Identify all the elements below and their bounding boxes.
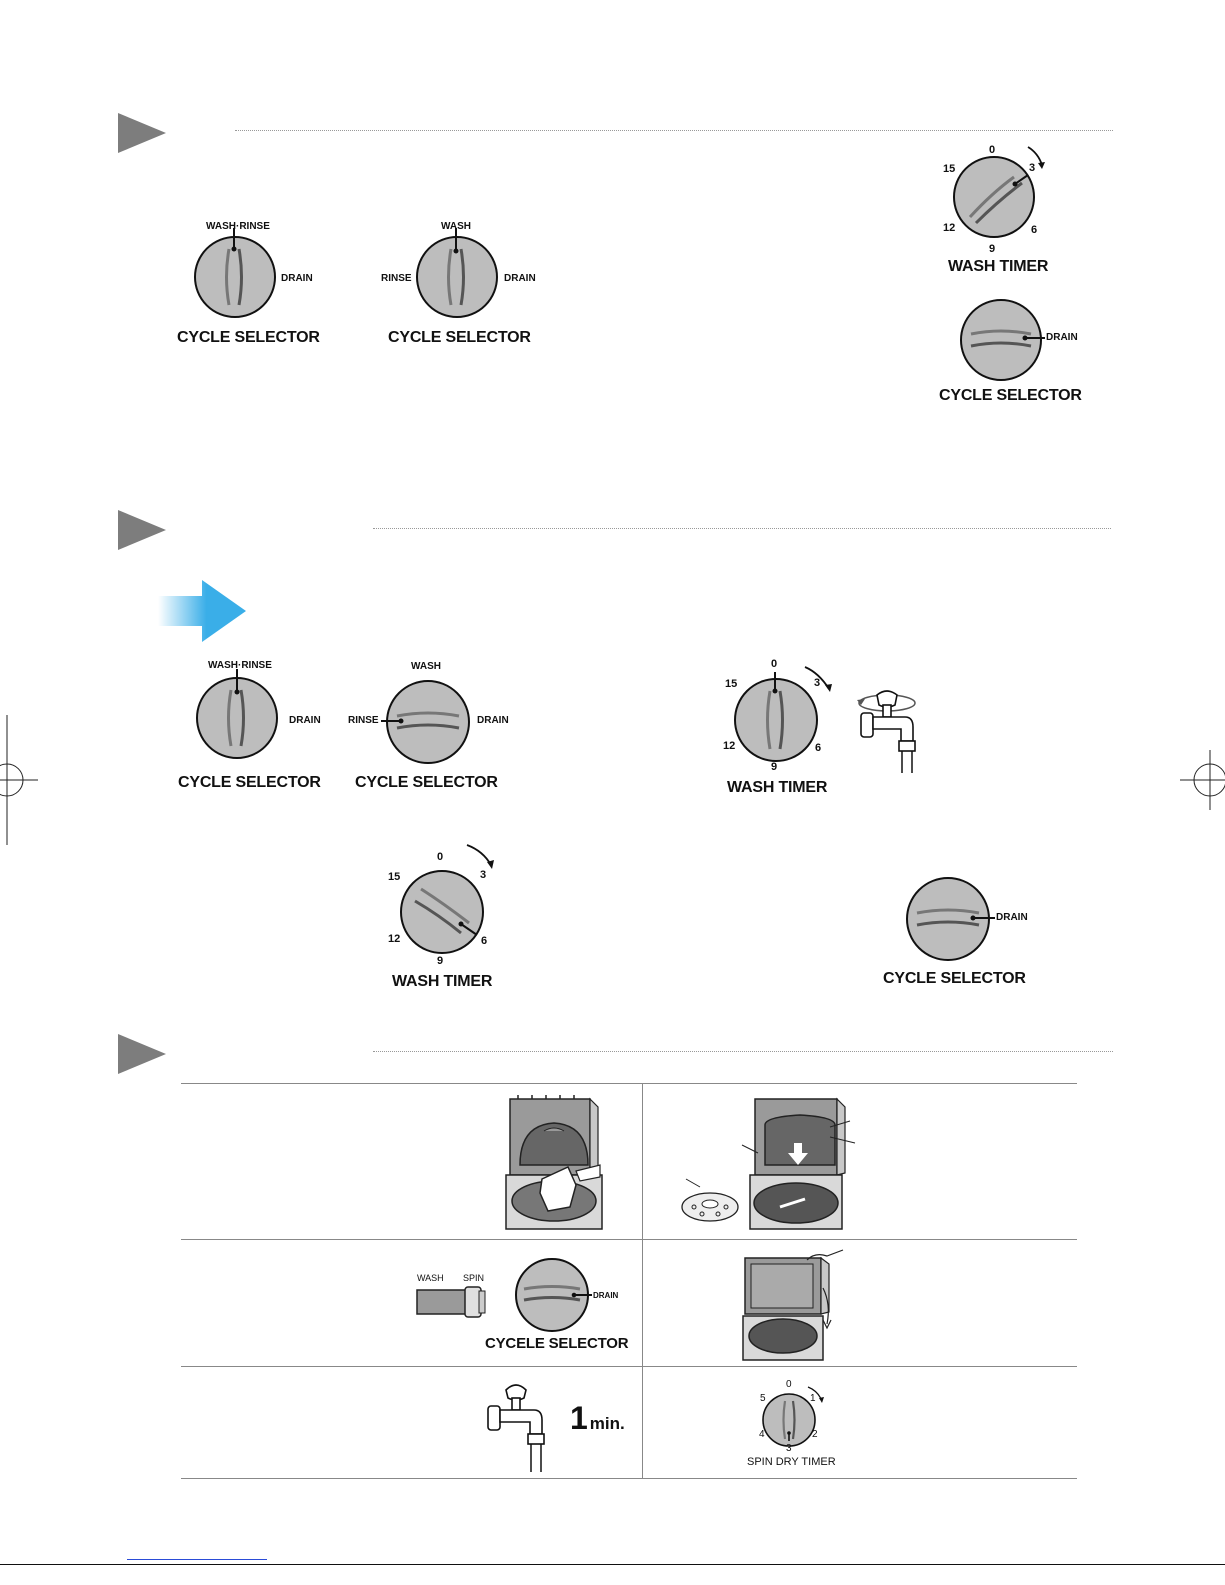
faucet-icon [487, 1384, 545, 1472]
cycle-selector-dial-5[interactable] [381, 679, 471, 765]
wash-rinse-label: WASH·RINSE [208, 660, 272, 671]
cycle-selector-caption: CYCLE SELECTOR [939, 387, 1082, 404]
wash-rinse-label: WASH·RINSE [206, 221, 270, 232]
section-2-divider [373, 528, 1111, 529]
timer-mark-9: 9 [437, 955, 444, 967]
cycle-selector-dial-7[interactable] [514, 1257, 592, 1333]
rinse-label: RINSE [348, 715, 379, 726]
spin-dry-timer-caption: SPIN DRY TIMER [747, 1456, 836, 1468]
duration-value: 1 [570, 1400, 588, 1436]
spin-switch-label: SPIN [463, 1273, 485, 1283]
drain-label: DRAIN [593, 1291, 619, 1300]
spin-mark-1: 1 [810, 1393, 816, 1404]
timer-mark-0: 0 [437, 851, 444, 863]
wash-timer-dial-2[interactable] [733, 666, 832, 763]
section-1-divider [235, 130, 1113, 131]
timer-mark-12: 12 [723, 740, 736, 752]
table-rule [181, 1478, 1077, 1479]
drain-label: DRAIN [1046, 332, 1078, 343]
blue-arrow-icon [158, 580, 246, 642]
cycle-selector-dial-2[interactable] [415, 228, 499, 319]
lint-filter-icon [681, 1097, 856, 1230]
section-1-marker-icon [118, 113, 166, 153]
timer-mark-0: 0 [771, 658, 778, 670]
wash-timer-dial-1[interactable] [952, 146, 1045, 239]
drain-label: DRAIN [281, 273, 313, 284]
footer-rule [0, 1564, 1225, 1565]
timer-mark-12: 12 [943, 222, 956, 234]
wash-timer-caption: WASH TIMER [727, 779, 828, 796]
timer-mark-9: 9 [989, 243, 996, 255]
cycele-selector-caption: CYCELE SELECTOR [485, 1335, 629, 1352]
drain-label: DRAIN [996, 912, 1028, 923]
timer-mark-12: 12 [388, 933, 401, 945]
cycle-selector-dial-1[interactable] [193, 228, 277, 319]
drain-label: DRAIN [504, 273, 536, 284]
section-3-marker-icon [118, 1034, 166, 1074]
cycle-selector-caption: CYCLE SELECTOR [883, 970, 1026, 987]
timer-mark-0: 0 [989, 144, 996, 156]
spin-mark-2: 2 [812, 1429, 818, 1440]
table-rule [181, 1366, 1077, 1367]
wash-timer-caption: WASH TIMER [392, 973, 493, 990]
table-rule [181, 1083, 1077, 1084]
duration-unit: min. [589, 1414, 625, 1433]
cycle-selector-dial-3[interactable] [959, 298, 1045, 382]
wash-label: WASH [441, 221, 471, 232]
section-2-marker-icon [118, 510, 166, 550]
timer-mark-6: 6 [1031, 224, 1038, 236]
section-3-divider [373, 1051, 1113, 1052]
timer-mark-15: 15 [943, 163, 956, 175]
spin-mark-0: 0 [786, 1379, 792, 1390]
cycle-selector-caption: CYCLE SELECTOR [178, 774, 321, 791]
timer-mark-15: 15 [725, 678, 738, 690]
cycle-selector-caption: CYCLE SELECTOR [177, 329, 320, 346]
timer-mark-6: 6 [815, 742, 822, 754]
faucet-icon [857, 690, 916, 773]
drain-label: DRAIN [289, 715, 321, 726]
registration-mark-right [1180, 750, 1225, 810]
spin-mark-5: 5 [760, 1393, 766, 1404]
spin-mark-4: 4 [759, 1429, 765, 1440]
rinse-label: RINSE [381, 273, 412, 284]
wash-timer-dial-3[interactable] [399, 844, 494, 955]
drain-label: DRAIN [477, 715, 509, 726]
cycle-selector-caption: CYCLE SELECTOR [388, 329, 531, 346]
wash-spin-switch[interactable] [415, 1286, 487, 1318]
timer-mark-3: 3 [1029, 162, 1036, 174]
timer-mark-15: 15 [388, 871, 401, 883]
wash-label: WASH [411, 661, 441, 672]
cycle-selector-dial-6[interactable] [905, 876, 995, 962]
table-column-divider [642, 1083, 643, 1478]
footer-link-rule [127, 1559, 267, 1560]
timer-mark-3: 3 [480, 869, 487, 881]
timer-mark-3: 3 [814, 677, 821, 689]
spin-mark-3: 3 [786, 1443, 792, 1454]
lid-open-icon [742, 1249, 844, 1361]
spin-dry-timer-dial[interactable] [762, 1386, 824, 1447]
timer-mark-9: 9 [771, 761, 778, 773]
cycle-selector-dial-4[interactable] [195, 669, 279, 760]
table-rule [181, 1239, 1077, 1240]
registration-mark-left [0, 715, 38, 845]
wash-switch-label: WASH [417, 1273, 444, 1283]
cycle-selector-caption: CYCLE SELECTOR [355, 774, 498, 791]
washer-tub-icon [505, 1095, 603, 1230]
timer-mark-6: 6 [481, 935, 488, 947]
wash-timer-caption: WASH TIMER [948, 258, 1049, 275]
